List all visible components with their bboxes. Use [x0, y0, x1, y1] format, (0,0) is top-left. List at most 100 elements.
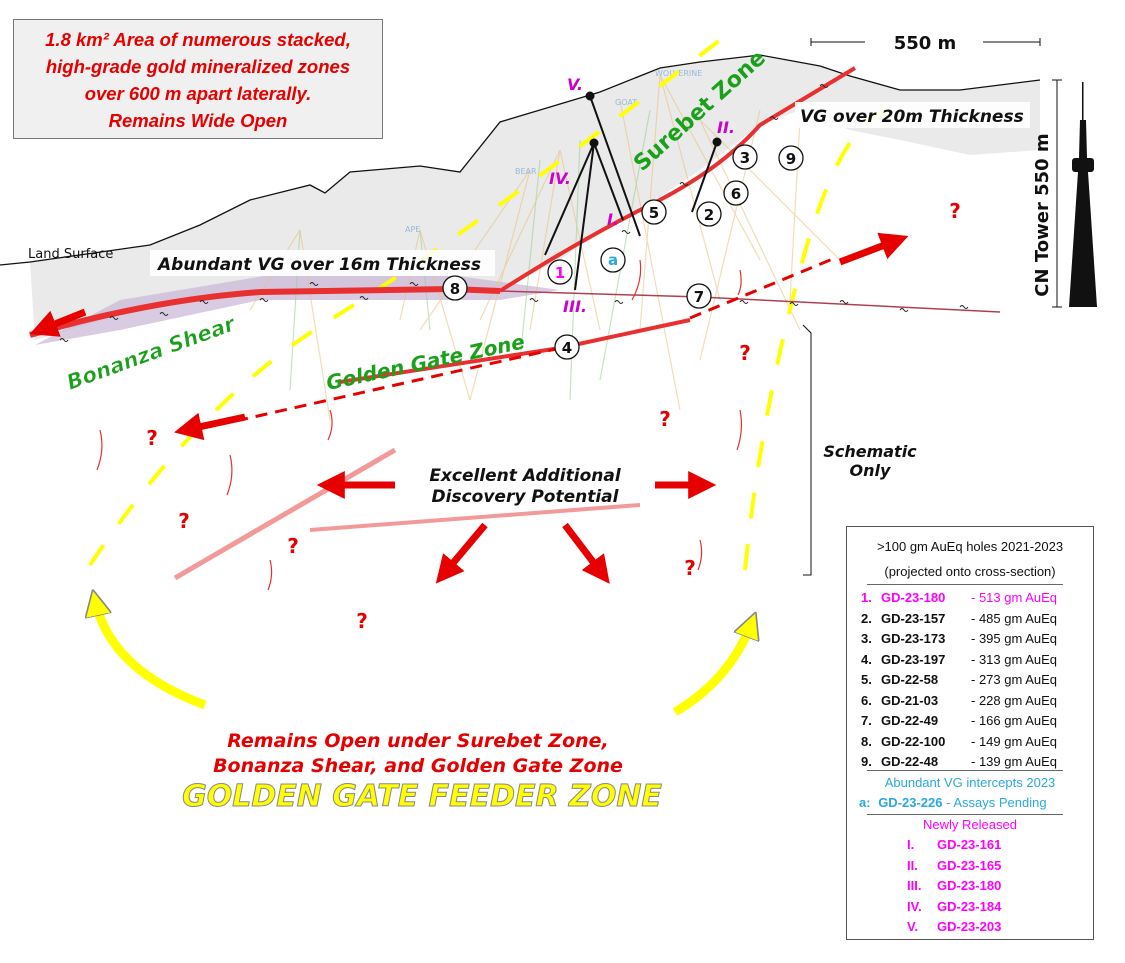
svg-text:a: a: [608, 251, 618, 269]
hole-num: 4.: [861, 651, 872, 667]
hole-code: GD-22-58: [881, 672, 939, 687]
arrow-right-golden-gate: [838, 232, 909, 266]
new-drill-holes: [544, 91, 722, 291]
roman-markers: V. IV. I. II. III.: [549, 75, 735, 316]
svg-text:IV.: IV.: [549, 169, 571, 188]
new-code: GD-23-203: [937, 919, 1002, 934]
hole-num: 8.: [861, 733, 872, 749]
svg-text:I.: I.: [607, 210, 619, 229]
new-code: GD-23-184: [937, 898, 1002, 914]
vg-20m-label: VG over 20m Thickness: [800, 107, 1024, 127]
svg-text:2: 2: [704, 206, 714, 224]
marker-5: 5: [641, 199, 667, 225]
svg-text:II.: II.: [717, 118, 735, 137]
new-code: GD-23-161: [937, 837, 1002, 852]
vg-title: Abundant VG intercepts 2023: [884, 775, 1056, 790]
legend-hole-row: 8. GD-22-100 - 149 gm AuEq: [861, 734, 1107, 749]
svg-text:7: 7: [694, 288, 704, 306]
legend-hole-row: 4. GD-23-197 - 313 gm AuEq: [861, 652, 1107, 667]
legend-vg-item: a: GD-23-226 - Assays Pending: [859, 795, 1105, 810]
hole-code: GD-23-157: [881, 610, 946, 626]
discovery-label-2: Discovery Potential: [432, 487, 620, 507]
small-veinlets: [96, 259, 743, 591]
svg-text:1: 1: [555, 264, 565, 282]
hole-value: - 513 gm AuEq: [971, 590, 1057, 605]
golden-gate-dashed-left: [239, 346, 561, 422]
red-arrows: [29, 232, 909, 584]
hole-value: - 485 gm AuEq: [971, 610, 1057, 626]
feeder-outline-left: [88, 38, 722, 567]
hole-code: GD-23-173: [881, 631, 946, 646]
hole-code: GD-22-49: [881, 713, 939, 728]
hole-num: 3.: [861, 631, 872, 646]
new-num: IV.: [907, 898, 922, 914]
arrow-left-golden-gate: [174, 412, 246, 441]
shear-tildes: [59, 84, 969, 342]
legend-hole-row: 7.GD-22-49- 166 gm AuEq: [861, 713, 1107, 728]
hole-code: GD-23-197: [881, 651, 946, 667]
new-code: GD-23-180: [937, 878, 1002, 893]
legend-new-row: V. GD-23-203: [907, 919, 1125, 934]
legend-hole-row: 3.GD-23-173- 395 gm AuEq: [861, 631, 1107, 646]
hole-num: 1.: [861, 590, 872, 605]
land-surface-label: Land Surface: [28, 247, 113, 262]
svg-text:?: ?: [178, 509, 190, 533]
cn-tower-label: CN Tower 550 m: [1032, 133, 1053, 296]
hole-value: - 149 gm AuEq: [971, 733, 1057, 749]
svg-text:?: ?: [287, 534, 299, 558]
hole-num: 2.: [861, 610, 872, 626]
new-title: Newly Released: [923, 817, 1017, 832]
summary-box: 1.8 km² Area of numerous stacked, high-g…: [13, 19, 383, 139]
drill-pad-ape: APE: [405, 225, 420, 234]
svg-text:?: ?: [684, 556, 696, 580]
svg-text:9: 9: [786, 150, 796, 168]
feeder-outline-right: [743, 108, 891, 571]
drill-pad-bear: BEAR: [515, 167, 537, 176]
yellow-arrow-left: [95, 600, 207, 710]
legend-hole-row: 9.GD-22-48- 139 gm AuEq: [861, 754, 1107, 769]
marker-3: 3: [732, 144, 758, 170]
svg-text:III.: III.: [563, 297, 587, 316]
yellow-arrow-right: [672, 622, 752, 716]
marker-4: 4: [554, 334, 580, 360]
marker-1: 1: [547, 259, 573, 285]
legend-hole-row: 5.GD-22-58- 273 gm AuEq: [861, 672, 1107, 687]
schematic-label-1: Schematic: [823, 442, 917, 461]
feeder-zone-title: GOLDEN GATE FEEDER ZONE: [182, 779, 662, 814]
drill-pad-goat: GOAT: [615, 98, 637, 107]
speculative-vein: [173, 447, 397, 581]
remains-open-line-2: Bonanza Shear, and Golden Gate Zone: [213, 755, 623, 777]
hole-markers: 8 1 a 5 2 6 3 9 7 4: [442, 144, 804, 360]
svg-text:V.: V.: [567, 75, 583, 94]
summary-line: over 600 m apart laterally.: [84, 83, 312, 104]
summary-line: 1.8 km² Area of numerous stacked,: [45, 29, 351, 50]
legend-hole-row: 1.GD-23-180- 513 gm AuEq: [861, 590, 1107, 605]
arrow-discovery-down-left: [435, 522, 488, 584]
new-num: II.: [907, 857, 918, 873]
legend-hole-row: 6.GD-21-03- 228 gm AuEq: [861, 693, 1107, 708]
hole-num: 9.: [861, 754, 872, 769]
remains-open-line-1: Remains Open under Surebet Zone,: [227, 730, 609, 752]
new-num: V.: [907, 919, 919, 934]
hole-value: - 228 gm AuEq: [971, 692, 1057, 708]
hole-code: GD-22-100: [881, 733, 946, 749]
svg-text:?: ?: [739, 341, 751, 365]
summary-line: Remains Wide Open: [108, 110, 288, 131]
speculative-vein: [309, 503, 641, 532]
marker-9: 9: [778, 145, 804, 171]
schematic-bracket: [802, 324, 812, 576]
hole-value: - 313 gm AuEq: [971, 651, 1057, 667]
question-marks: ?? ?? ?? ??: [146, 199, 961, 633]
svg-text:5: 5: [649, 204, 659, 222]
summary-line: high-grade gold mineralized zones: [45, 56, 351, 77]
svg-text:4: 4: [562, 339, 572, 357]
legend-hole-row: 2. GD-23-157 - 485 gm AuEq: [861, 611, 1107, 626]
svg-text:?: ?: [356, 609, 368, 633]
schematic-label-2: Only: [850, 461, 891, 480]
hole-num: 5.: [861, 672, 872, 687]
discovery-label-1: Excellent Additional: [429, 466, 622, 486]
legend-new-row: II.GD-23-165: [907, 858, 1125, 873]
legend-new-row: I.GD-23-161: [907, 837, 1125, 852]
hole-code: GD-22-48: [881, 754, 939, 769]
